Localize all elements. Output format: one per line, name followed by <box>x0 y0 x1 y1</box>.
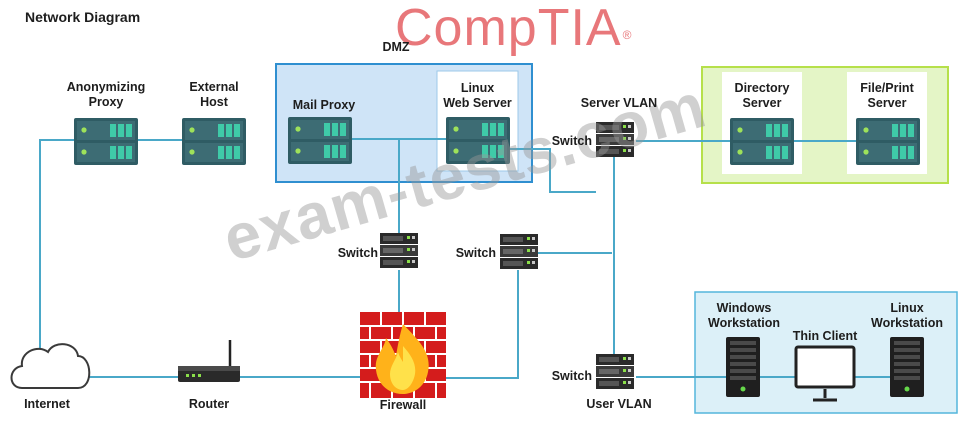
diagram-title: Network Diagram <box>25 9 141 25</box>
link-firewall-coreswitch <box>446 270 519 379</box>
internet-label: Internet <box>24 397 70 411</box>
internet-cloud-icon <box>10 343 91 389</box>
windows-workstation-icon <box>726 337 760 397</box>
comptia-logo: CompTIA® <box>395 0 633 57</box>
router-label: Router <box>188 397 230 411</box>
user-vlan-label: User VLAN <box>586 397 652 411</box>
directory-server-icon <box>730 118 794 165</box>
file-print-server-icon <box>856 118 920 165</box>
dmz-switch-label: Switch <box>337 246 378 260</box>
dmz-label: DMZ <box>382 40 410 54</box>
thin-client-label: Thin Client <box>792 329 858 343</box>
core-switch-label: Switch <box>455 246 496 260</box>
core-switch-icon <box>500 234 538 269</box>
dmz-switch-icon <box>380 233 418 268</box>
linux-workstation-icon <box>890 337 924 397</box>
server-vlan-label: Server VLAN <box>580 96 658 110</box>
external-host-server-icon <box>182 118 246 165</box>
server-switch-label: Switch <box>551 134 592 148</box>
firewall-label: Firewall <box>379 398 427 412</box>
user-switch-label: Switch <box>551 369 592 383</box>
thin-client-icon <box>794 345 856 402</box>
mail-proxy-label: Mail Proxy <box>292 98 356 112</box>
firewall-icon <box>360 312 446 398</box>
mail-proxy-server-icon <box>288 117 352 164</box>
router-icon <box>178 340 240 382</box>
link-webserver-serverswitch <box>510 148 596 193</box>
user-vlan-switch-icon <box>596 354 634 389</box>
anonymizing-proxy-server-icon <box>74 118 138 165</box>
link-internet-proxy <box>39 139 74 358</box>
